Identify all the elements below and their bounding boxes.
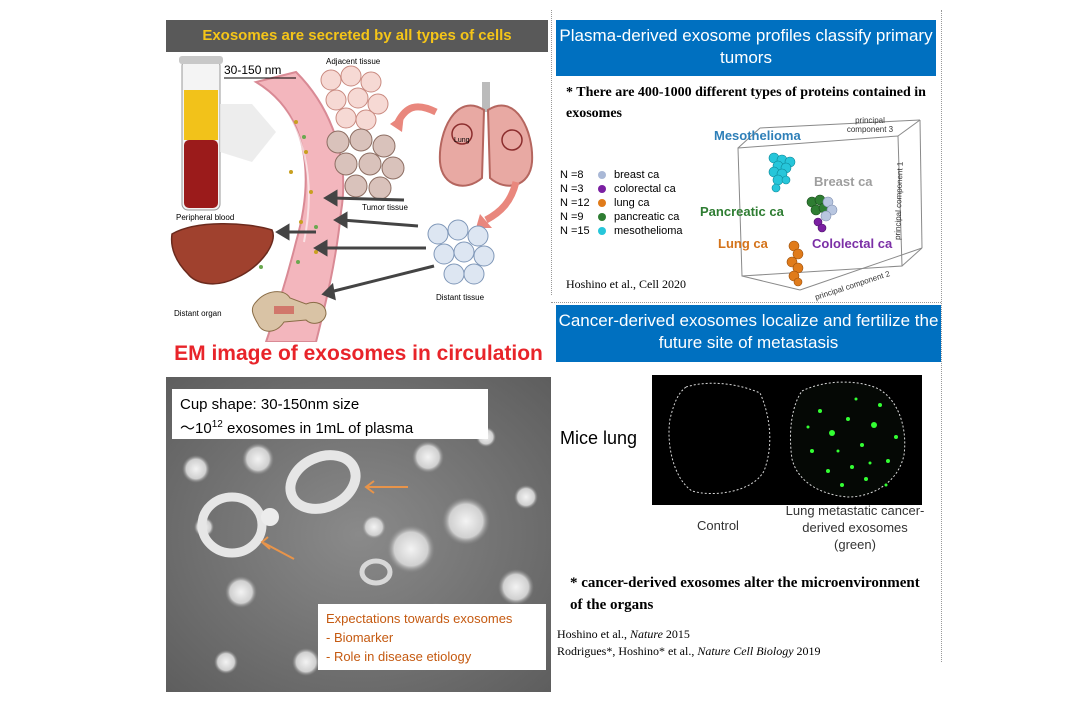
expectations-title: Expectations towards exosomes xyxy=(326,611,513,626)
mice-lung-label: Mice lung xyxy=(560,428,638,448)
secretion-header-text: Exosomes are secreted by all types of ce… xyxy=(202,27,512,44)
legend-label-lung: lung ca xyxy=(614,197,650,209)
ref1-journal: Nature xyxy=(630,627,663,641)
cluster-label-colorectal: Cololectal ca xyxy=(812,236,893,251)
pc1-label: principal component 1 xyxy=(893,161,905,240)
peripheral-blood-label: Peripheral blood xyxy=(176,213,234,222)
em-caption-sup: 12 xyxy=(211,419,223,430)
legend-dot-lung xyxy=(598,199,606,207)
cluster-label-lung: Lung ca xyxy=(718,236,769,251)
cluster-label-breast: Breast ca xyxy=(814,174,873,189)
mice-lung-image xyxy=(652,375,922,505)
pca-3d-plot: principal component 1 principal componen… xyxy=(700,119,923,302)
metastatic-label: Lung metastatic cancer-derived exosomes … xyxy=(785,503,925,552)
protein-note: * There are 400-1000 different types of … xyxy=(566,85,926,121)
tumor-tissue-label: Tumor tissue xyxy=(362,203,408,212)
divider-vertical xyxy=(551,10,552,295)
legend-label-pancreatic: pancreatic ca xyxy=(614,211,680,223)
secretion-header: Exosomes are secreted by all types of ce… xyxy=(166,20,548,52)
reference-ncb-2019: Rodrigues*, Hoshino* et al., Nature Cell… xyxy=(557,643,821,660)
pc2-label: principal component 2 xyxy=(814,269,892,302)
expectations-box: Expectations towards exosomes - Biomarke… xyxy=(318,604,546,670)
legend-n-lung: N =12 xyxy=(560,197,590,209)
adjacent-tissue-label: Adjacent tissue xyxy=(326,57,381,66)
size-label: 30-150 nm xyxy=(224,63,281,77)
lung-illustration xyxy=(438,82,534,187)
blood-tube xyxy=(179,56,223,211)
ref1-authors: Hoshino et al., xyxy=(557,627,630,641)
legend-n-colorectal: N =3 xyxy=(560,183,584,195)
legend-item-breast: N =8 breast ca xyxy=(560,168,682,182)
ref1-year: 2015 xyxy=(662,627,690,641)
distant-organ-label: Distant organ xyxy=(174,309,222,318)
em-caption-suffix: exosomes in 1mL of plasma xyxy=(222,420,414,437)
metastasis-header: Cancer-derived exosomes localize and fer… xyxy=(556,305,941,362)
em-caption-box: Cup shape: 30-150nm size 〜1012 exosomes … xyxy=(172,389,488,439)
reference-nature-2015: Hoshino et al., Nature 2015 xyxy=(557,626,821,643)
tumor-legend: N =8 breast ca N =3 colorectal ca N =12 lun… xyxy=(560,168,682,238)
cluster-label-mesothelioma: Mesothelioma xyxy=(714,128,801,143)
bone-illustration xyxy=(251,291,327,332)
expectations-item-biomarker: - Biomarker xyxy=(326,630,394,645)
exosome-secretion-illustration: 30-150 nm Adjacent tissue Lung Tumor tis… xyxy=(166,52,548,342)
divider-horizontal xyxy=(551,302,941,303)
distant-tissue-label: Distant tissue xyxy=(436,293,485,302)
legend-label-breast: breast ca xyxy=(614,169,660,181)
legend-dot-pancreatic xyxy=(598,213,606,221)
control-label: Control xyxy=(697,518,739,533)
ref2-year: 2019 xyxy=(793,644,821,658)
profiles-header: Plasma-derived exosome profiles classify… xyxy=(556,20,936,76)
legend-dot-mesothelioma xyxy=(598,227,606,235)
legend-item-lung: N =12 lung ca xyxy=(560,196,682,210)
legend-item-colorectal: N =3 colorectal ca xyxy=(560,182,682,196)
legend-n-pancreatic: N =9 xyxy=(560,211,584,223)
legend-label-mesothelioma: mesothelioma xyxy=(614,225,683,237)
legend-item-pancreatic: N =9 pancreatic ca xyxy=(560,210,682,224)
cluster-label-pancreatic: Pancreatic ca xyxy=(700,204,785,219)
em-caption-prefix: 〜10 xyxy=(180,420,212,437)
divider-right xyxy=(941,10,942,662)
legend-dot-breast xyxy=(598,171,606,179)
legend-n-breast: N =8 xyxy=(560,169,584,181)
nature-references: Hoshino et al., Nature 2015 Rodrigues*, … xyxy=(557,626,821,660)
em-image-title: EM image of exosomes in circulation xyxy=(174,342,543,365)
pc3-label: principal component 3 xyxy=(846,116,894,134)
expectations-item-etiology: - Role in disease etiology xyxy=(326,649,472,664)
cell-reference: Hoshino et al., Cell 2020 xyxy=(566,277,686,291)
em-caption-line2: 〜1012 exosomes in 1mL of plasma xyxy=(180,415,480,439)
legend-item-mesothelioma: N =15 mesothelioma xyxy=(560,224,682,238)
legend-label-colorectal: colorectal ca xyxy=(614,183,676,195)
ref2-authors: Rodrigues*, Hoshino* et al., xyxy=(557,644,698,658)
legend-n-mesothelioma: N =15 xyxy=(560,225,590,237)
microenvironment-note: * cancer-derived exosomes alter the micr… xyxy=(570,575,920,613)
lung-label: Lung xyxy=(454,137,470,144)
legend-dot-colorectal xyxy=(598,185,606,193)
ref2-journal: Nature Cell Biology xyxy=(697,644,794,658)
em-caption-line1: Cup shape: 30-150nm size xyxy=(180,396,360,413)
